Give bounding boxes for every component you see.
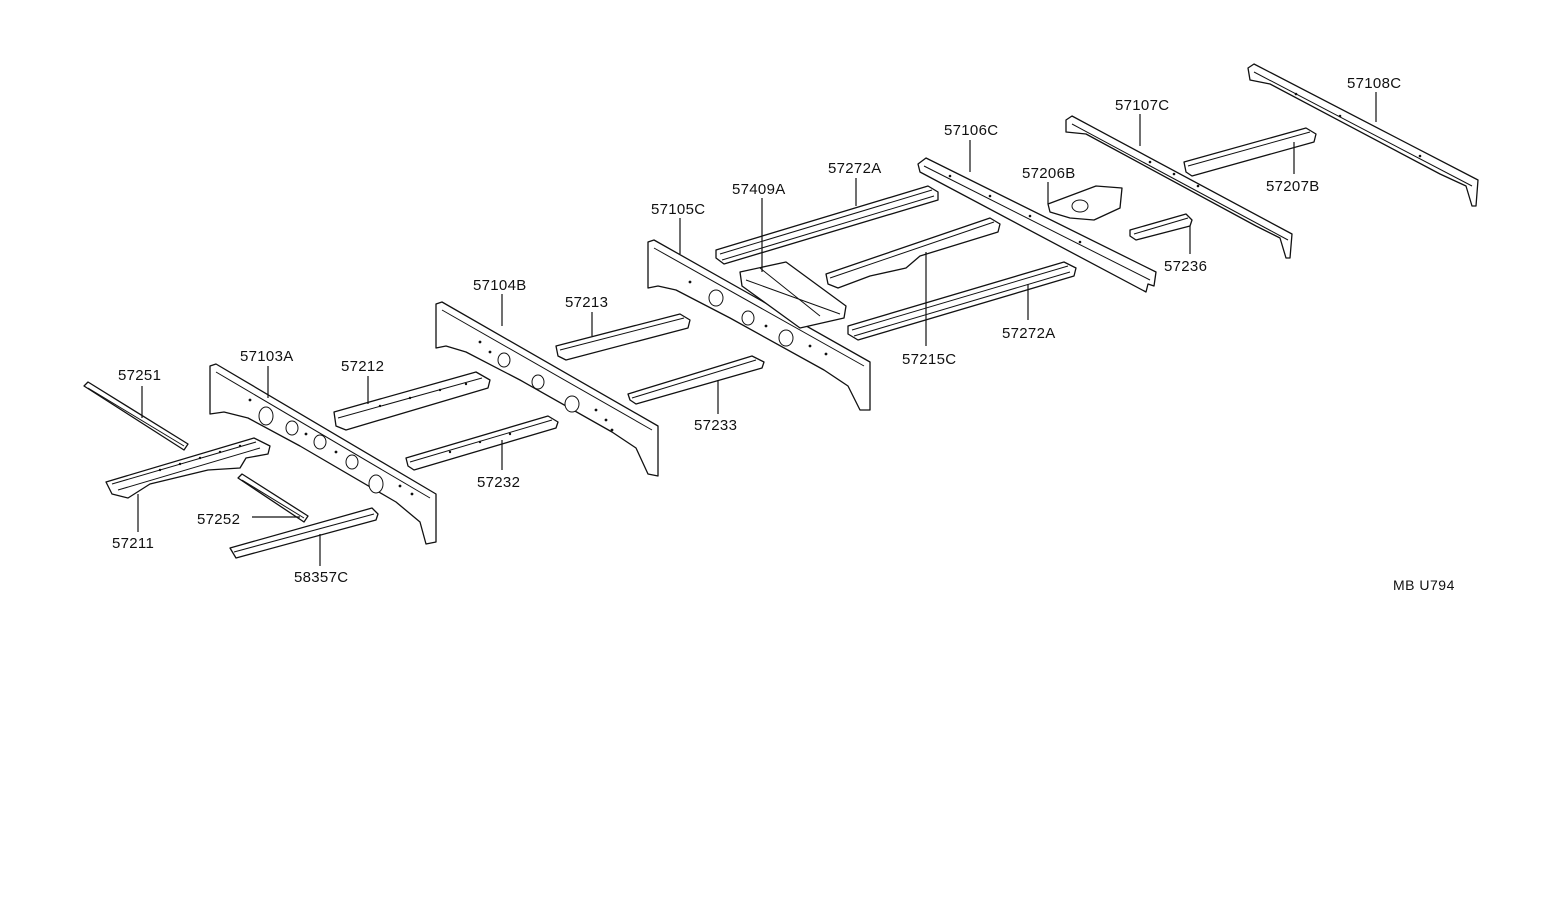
- label-57104B: 57104B: [473, 277, 527, 294]
- label-57108C: 57108C: [1347, 75, 1401, 92]
- part-57272A-bottom-drawing: [847, 261, 1077, 341]
- label-57252: 57252: [197, 511, 240, 528]
- label-57272A-bottom: 57272A: [1002, 325, 1056, 342]
- label-57206B: 57206B: [1022, 165, 1076, 182]
- label-57107C: 57107C: [1115, 97, 1169, 114]
- part-57103A-drawing: [209, 363, 437, 545]
- label-57207B: 57207B: [1266, 178, 1320, 195]
- diagram-code: MB U794: [1393, 577, 1455, 593]
- part-57252-drawing: [237, 473, 309, 523]
- part-57236-drawing: [1129, 213, 1193, 241]
- leader-lines: [137, 92, 1377, 566]
- part-57409A-drawing: [739, 261, 847, 329]
- part-57212-drawing: [333, 371, 491, 431]
- label-57233: 57233: [694, 417, 737, 434]
- part-57108C-drawing: [1247, 63, 1479, 207]
- part-57106C-drawing: [917, 157, 1157, 293]
- label-57272A-top: 57272A: [828, 160, 882, 177]
- label-57106C: 57106C: [944, 122, 998, 139]
- label-57409A: 57409A: [732, 181, 786, 198]
- label-57251: 57251: [118, 367, 161, 384]
- part-57215C-drawing: [825, 217, 1001, 289]
- part-57104B-drawing: [435, 301, 659, 477]
- part-57206B-drawing: [1047, 185, 1123, 221]
- part-57211-drawing: [105, 437, 271, 499]
- label-57212: 57212: [341, 358, 384, 375]
- part-57272A-top-drawing: [715, 185, 939, 265]
- label-57236: 57236: [1164, 258, 1207, 275]
- label-57211: 57211: [112, 535, 154, 552]
- part-57105C-drawing: [647, 239, 871, 411]
- part-57207B-drawing: [1183, 127, 1317, 177]
- part-57213-drawing: [555, 313, 691, 361]
- label-57213: 57213: [565, 294, 608, 311]
- part-57233-drawing: [627, 355, 765, 405]
- label-58357C: 58357C: [294, 569, 348, 586]
- label-57215C: 57215C: [902, 351, 956, 368]
- label-57232: 57232: [477, 474, 520, 491]
- part-57232-drawing: [405, 415, 559, 471]
- label-57103A: 57103A: [240, 348, 294, 365]
- part-57107C-drawing: [1065, 115, 1293, 259]
- part-57251-drawing: [83, 381, 189, 451]
- part-58357C-drawing: [229, 507, 379, 559]
- label-57105C: 57105C: [651, 201, 705, 218]
